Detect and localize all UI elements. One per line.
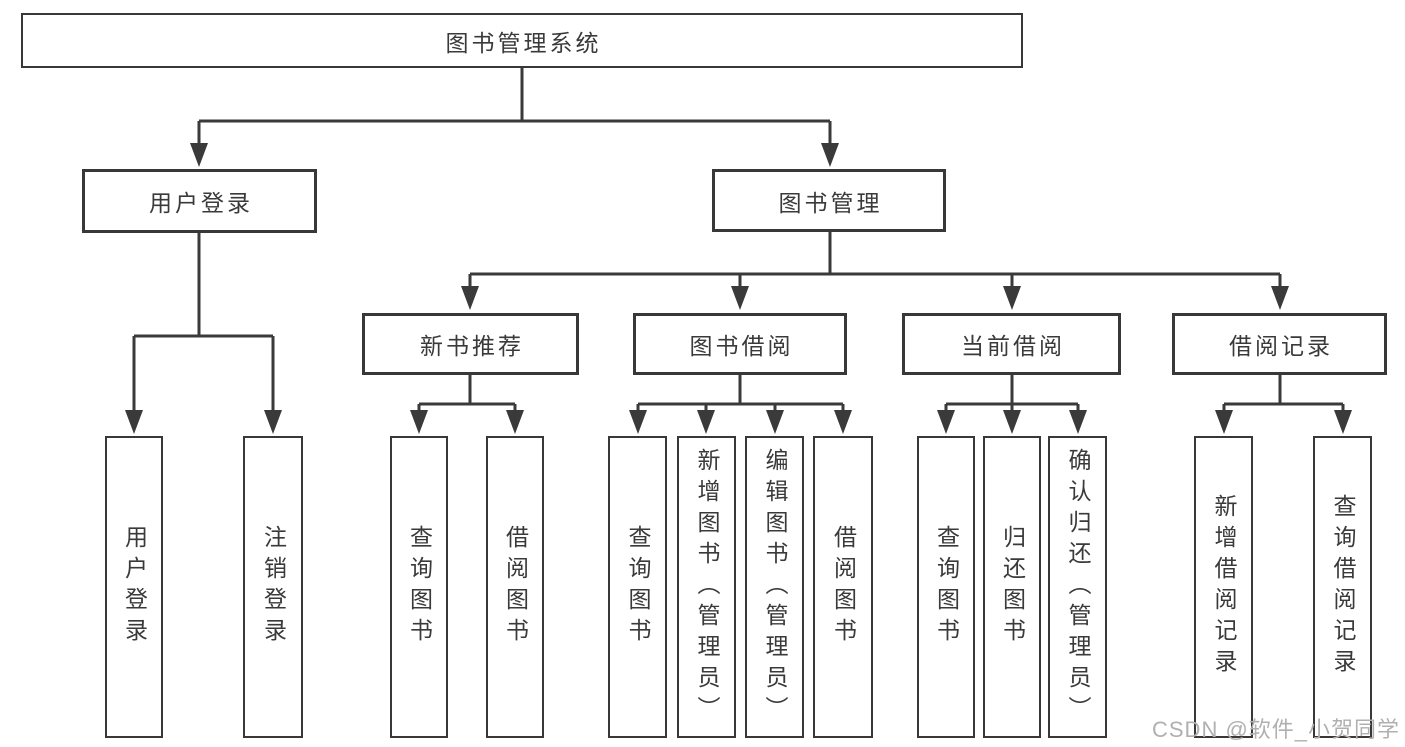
arrowhead-icon: [1271, 286, 1289, 310]
leaf-borrow-add-books-admin: 新增图书（管理员）: [677, 436, 736, 738]
leaf-current-query-books: 查询图书: [917, 436, 975, 738]
node-label: 当前借阅: [961, 333, 1065, 359]
leaf-user-login: 用户登录: [105, 436, 163, 738]
node-label: 图书管理系统: [445, 29, 602, 56]
node-root-system: 图书管理系统: [21, 13, 1023, 68]
leaf-current-confirm-return-admin: 确认归还（管理员）: [1048, 436, 1107, 738]
arrowhead-icon: [190, 143, 208, 167]
arrowhead-icon: [629, 410, 647, 434]
node-label: 借阅记录: [1229, 333, 1333, 359]
node-label: 新书推荐: [420, 333, 524, 359]
node-book-management: 图书管理: [712, 169, 946, 232]
node-label: 图书管理: [778, 189, 883, 216]
leaf-label: 归还图书: [999, 525, 1026, 649]
leaf-label: 新增图书（管理员）: [694, 447, 720, 727]
leaf-label: 查询图书: [625, 525, 651, 649]
arrowhead-icon: [506, 410, 524, 434]
leaf-label: 查询图书: [406, 525, 433, 649]
node-new-book-recommend: 新书推荐: [362, 313, 579, 375]
leaf-borrow-edit-books-admin: 编辑图书（管理员）: [745, 436, 804, 738]
arrowhead-icon: [1003, 410, 1021, 434]
leaf-records-add-record: 新增借阅记录: [1194, 436, 1253, 738]
leaf-records-query-record: 查询借阅记录: [1313, 436, 1372, 738]
arrowhead-icon: [1215, 410, 1233, 434]
node-current-borrow: 当前借阅: [902, 313, 1121, 375]
arrowhead-icon: [937, 410, 955, 434]
leaf-label: 借阅图书: [502, 525, 529, 649]
leaf-label: 编辑图书（管理员）: [762, 447, 788, 727]
arrowhead-icon: [125, 410, 143, 434]
leaf-borrow-query-books: 查询图书: [608, 436, 667, 738]
arrowhead-icon: [264, 410, 282, 434]
arrowhead-icon: [1003, 286, 1021, 310]
node-user-login: 用户登录: [82, 169, 317, 233]
leaf-label: 确认归还（管理员）: [1065, 447, 1091, 727]
node-label: 用户登录: [149, 190, 253, 216]
arrowhead-icon: [410, 410, 428, 434]
node-book-borrow: 图书借阅: [633, 313, 847, 375]
arrowhead-icon: [731, 286, 749, 310]
leaf-label: 新增借阅记录: [1211, 494, 1237, 680]
arrowhead-icon: [697, 410, 715, 434]
leaf-logout: 注销登录: [243, 436, 303, 738]
leaf-label: 借阅图书: [830, 525, 857, 649]
leaf-newbook-query-books: 查询图书: [390, 436, 448, 738]
arrowhead-icon: [1069, 410, 1087, 434]
csdn-watermark: CSDN @软件_小贺同学: [1152, 717, 1401, 742]
node-borrow-records: 借阅记录: [1172, 313, 1387, 375]
leaf-borrow-borrow-books: 借阅图书: [813, 436, 873, 738]
arrowhead-icon: [461, 286, 479, 310]
leaf-label: 查询图书: [933, 525, 960, 649]
leaf-current-return-books: 归还图书: [983, 436, 1041, 738]
node-label: 图书借阅: [689, 333, 794, 359]
leaf-newbook-borrow-books: 借阅图书: [486, 436, 544, 738]
arrowhead-icon: [766, 410, 784, 434]
leaf-label: 用户登录: [121, 525, 148, 649]
arrowhead-icon: [1334, 410, 1352, 434]
leaf-label: 查询借阅记录: [1330, 494, 1356, 680]
leaf-label: 注销登录: [260, 525, 287, 649]
arrowhead-icon: [834, 410, 852, 434]
arrowhead-icon: [821, 143, 839, 167]
